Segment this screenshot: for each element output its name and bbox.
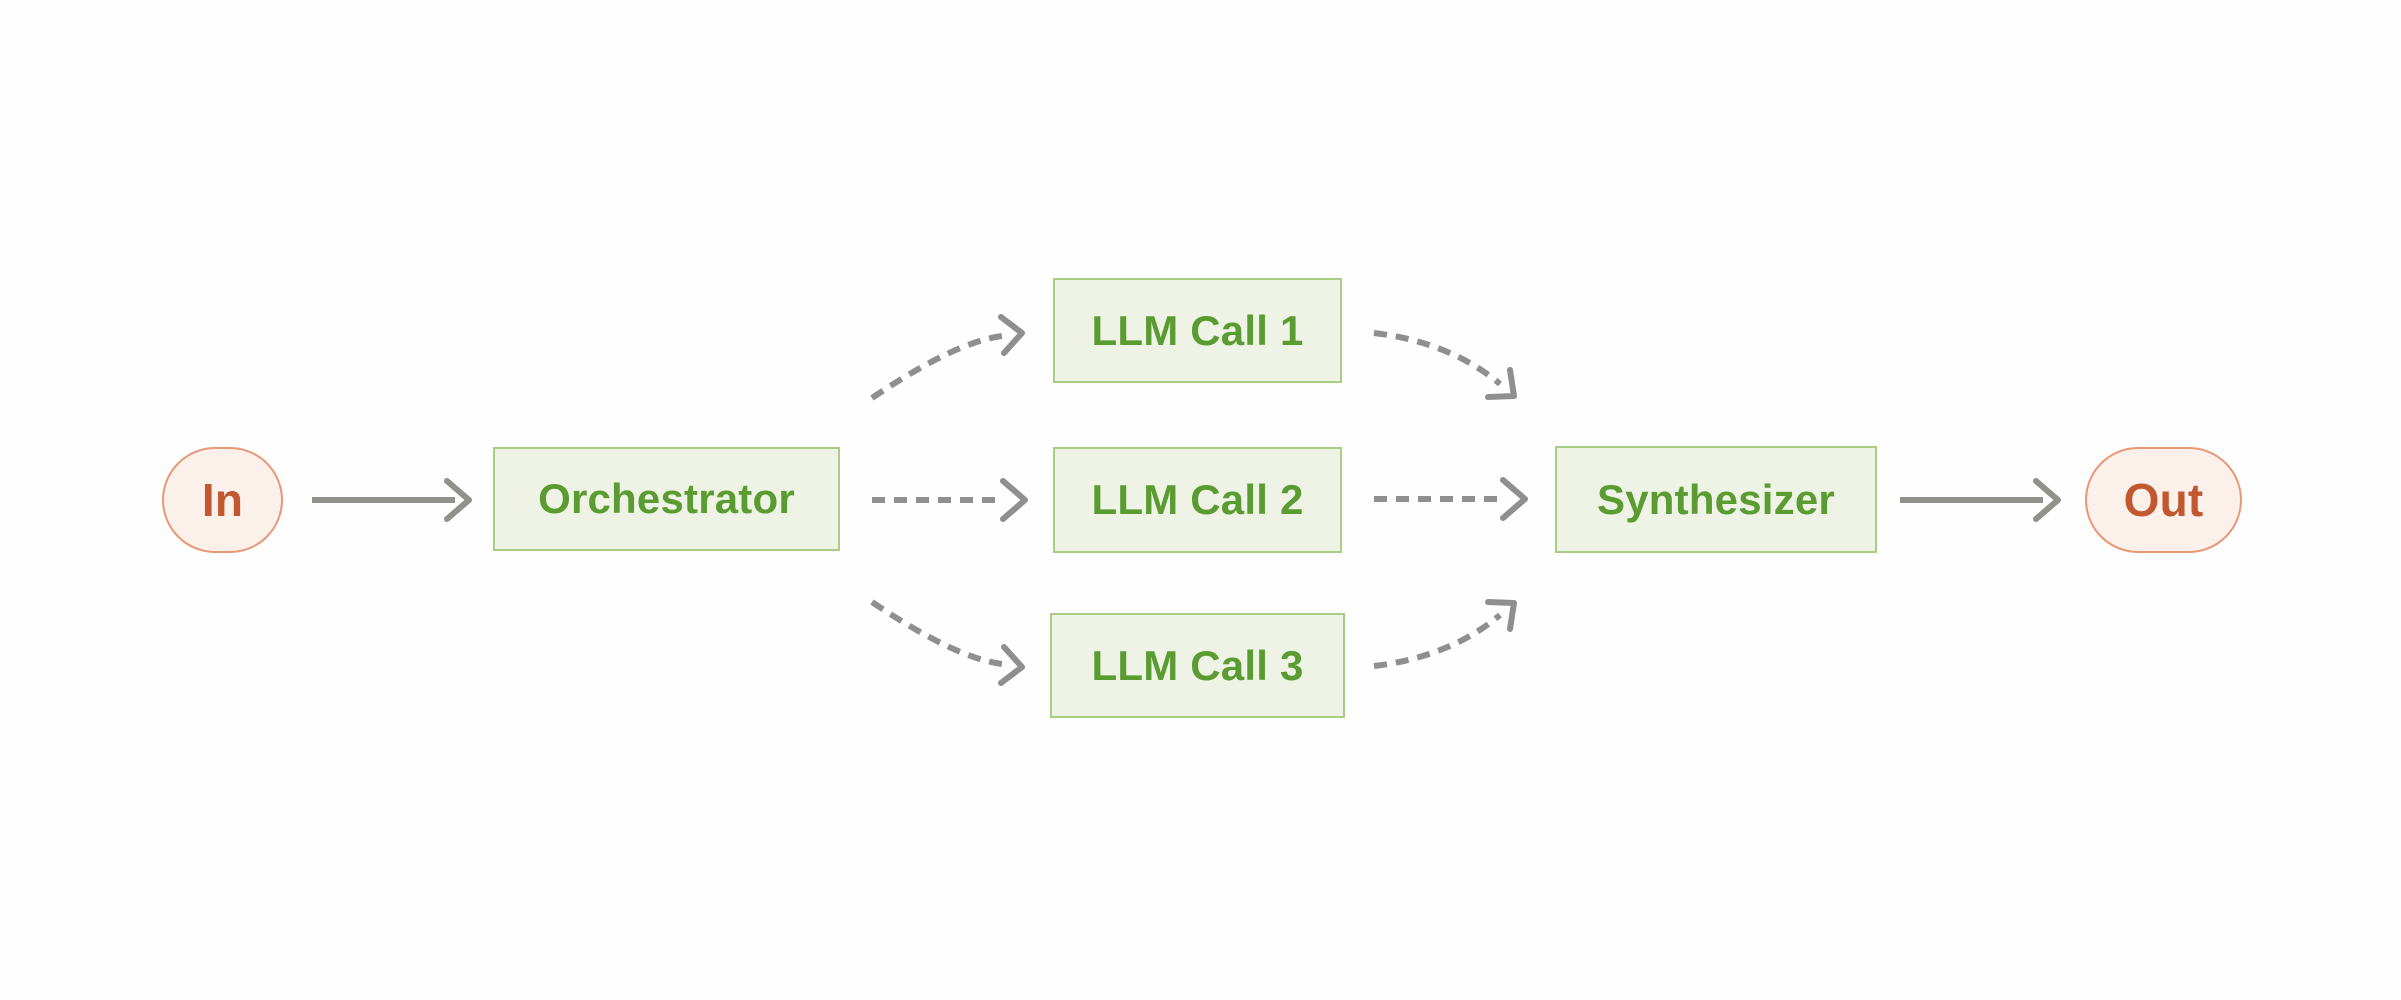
edge-synthesizer-out — [1900, 478, 2061, 522]
node-in: In — [162, 447, 283, 553]
node-llm-call-1-label: LLM Call 1 — [1091, 306, 1304, 354]
edge-llm2-synthesizer — [1374, 477, 1528, 521]
edge-in-orchestrator — [312, 478, 472, 522]
node-synthesizer-label: Synthesizer — [1597, 475, 1835, 523]
edge-llm1-synthesizer — [1373, 330, 1517, 400]
edge-orchestrator-llm3 — [870, 599, 1025, 686]
edge-orchestrator-llm1 — [870, 314, 1025, 401]
node-orchestrator: Orchestrator — [493, 447, 840, 551]
node-orchestrator-label: Orchestrator — [538, 475, 795, 522]
node-llm-call-2: LLM Call 2 — [1053, 447, 1342, 553]
node-in-label: In — [201, 474, 244, 526]
node-llm-call-3: LLM Call 3 — [1050, 613, 1345, 718]
node-llm-call-1: LLM Call 1 — [1053, 278, 1342, 383]
node-llm-call-3-label: LLM Call 3 — [1091, 641, 1304, 689]
node-synthesizer: Synthesizer — [1555, 446, 1877, 553]
edge-orchestrator-llm2 — [872, 478, 1028, 522]
edge-llm3-synthesizer — [1373, 599, 1517, 669]
node-llm-call-2-label: LLM Call 2 — [1091, 476, 1304, 523]
node-out-label: Out — [2123, 474, 2204, 526]
node-out: Out — [2085, 447, 2242, 553]
